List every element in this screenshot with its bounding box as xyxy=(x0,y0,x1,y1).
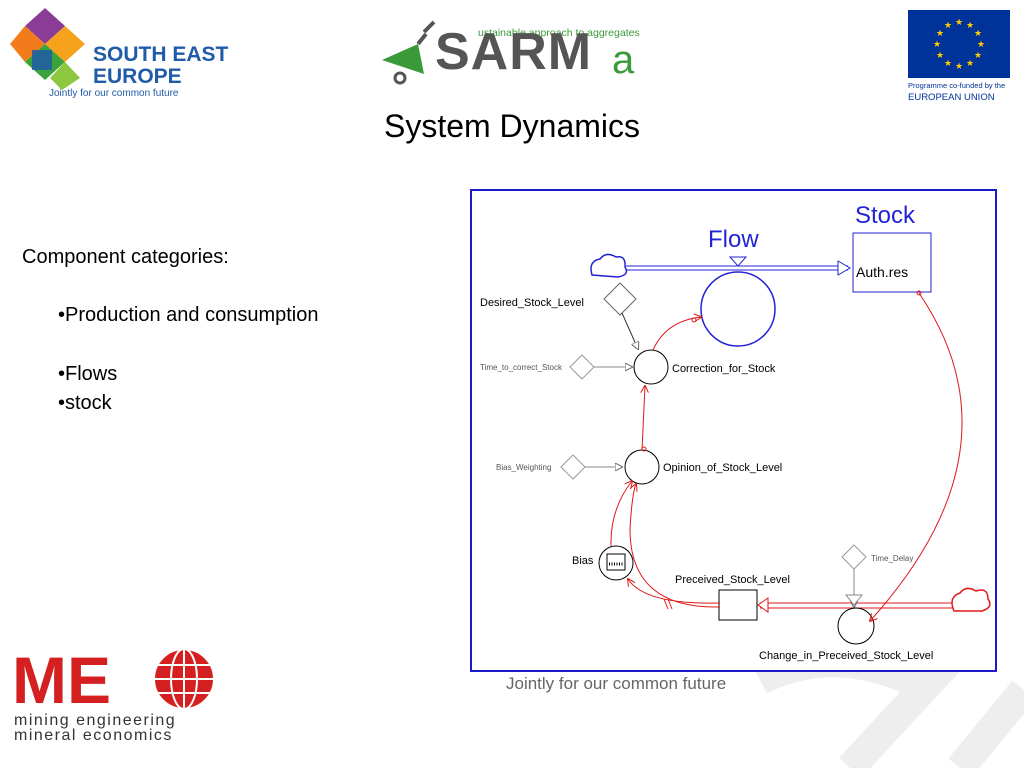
eu-logo-name: EUROPEAN UNION xyxy=(908,92,995,103)
opinion-of-stock-level-node xyxy=(624,449,660,485)
bullet-item: •Production and consumption xyxy=(58,304,319,326)
see-logo-text: SOUTH EAST EUROPE xyxy=(93,43,229,88)
svg-text:★: ★ xyxy=(936,51,944,61)
sarma-wordmark: SARM xyxy=(435,23,593,81)
sarma-logo xyxy=(380,18,650,88)
sarma-wordmark-a: a xyxy=(612,38,635,82)
svg-text:★: ★ xyxy=(977,40,985,50)
bullet-item: •Flows xyxy=(58,363,118,385)
sarma-tagline: ustainable approach to aggregates xyxy=(478,27,640,39)
svg-text:★: ★ xyxy=(944,21,952,31)
footer-tagline: Jointly for our common future xyxy=(506,674,727,693)
stock-box xyxy=(852,232,932,293)
slide-title: System Dynamics xyxy=(383,108,641,144)
cloud-sink-icon xyxy=(951,587,991,612)
svg-text:★: ★ xyxy=(955,18,963,28)
eu-flag-icon: ★★★ ★★★ ★★★ ★★★ xyxy=(908,10,1010,78)
stock-title: Stock xyxy=(855,202,916,229)
svg-text:★: ★ xyxy=(933,40,941,50)
bias-weighting-label: Bias_Weighting xyxy=(496,463,551,472)
desired-stock-level-label: Desired_Stock_Level xyxy=(480,297,584,309)
svg-text:★: ★ xyxy=(966,59,974,69)
bullet-item: •stock xyxy=(58,392,112,414)
bias-label: Bias xyxy=(572,555,594,567)
change-in-preceived-label: Change_in_Preceived_Stock_Level xyxy=(759,650,933,662)
svg-text:★: ★ xyxy=(974,29,982,39)
see-flower-icon xyxy=(10,8,85,90)
time-delay-diamond xyxy=(841,544,867,570)
cloud-source-icon xyxy=(590,253,628,278)
main-flow-pipe xyxy=(626,256,851,276)
system-dynamics-diagram: Flow Stock Auth.res Desired_Stock_Level … xyxy=(480,202,991,662)
preceived-stock-level-box xyxy=(718,589,758,621)
correction-for-stock-label: Correction_for_Stock xyxy=(672,363,776,375)
see-logo-tagline: Jointly for our common future xyxy=(49,88,179,99)
south-east-europe-logo xyxy=(10,8,250,108)
svg-text:★: ★ xyxy=(966,21,974,31)
svg-text:★: ★ xyxy=(936,29,944,39)
time-to-correct-stock-diamond xyxy=(569,354,595,380)
stock-node-label: Auth.res xyxy=(856,264,908,280)
svg-text:★: ★ xyxy=(955,62,963,72)
preceived-stock-level-label: Preceived_Stock_Level xyxy=(675,574,790,586)
time-delay-label: Time_Delay xyxy=(871,554,913,563)
meg-logo: ME xyxy=(12,643,222,745)
correction-for-stock-node xyxy=(633,349,669,385)
globe-icon xyxy=(153,648,215,710)
time-to-correct-stock-label: Time_to_correct_Stock xyxy=(480,363,563,372)
component-categories-heading: Component categories: xyxy=(22,246,229,268)
meg-line1: mining engineering xyxy=(14,712,177,729)
svg-text:★: ★ xyxy=(974,51,982,61)
flow-valve xyxy=(700,271,776,347)
wheelbarrow-icon xyxy=(382,20,436,85)
change-in-preceived-node xyxy=(837,607,875,645)
desired-stock-level-diamond xyxy=(603,282,637,316)
opinion-of-stock-level-label: Opinion_of_Stock_Level xyxy=(663,462,782,474)
meg-line2: mineral economics xyxy=(14,727,173,744)
svg-text:★: ★ xyxy=(944,59,952,69)
bias-weighting-diamond xyxy=(560,454,586,480)
flow-title: Flow xyxy=(708,226,759,253)
meg-brand: ME xyxy=(12,645,111,715)
eu-logo-caption: Programme co-funded by the xyxy=(908,81,1006,90)
